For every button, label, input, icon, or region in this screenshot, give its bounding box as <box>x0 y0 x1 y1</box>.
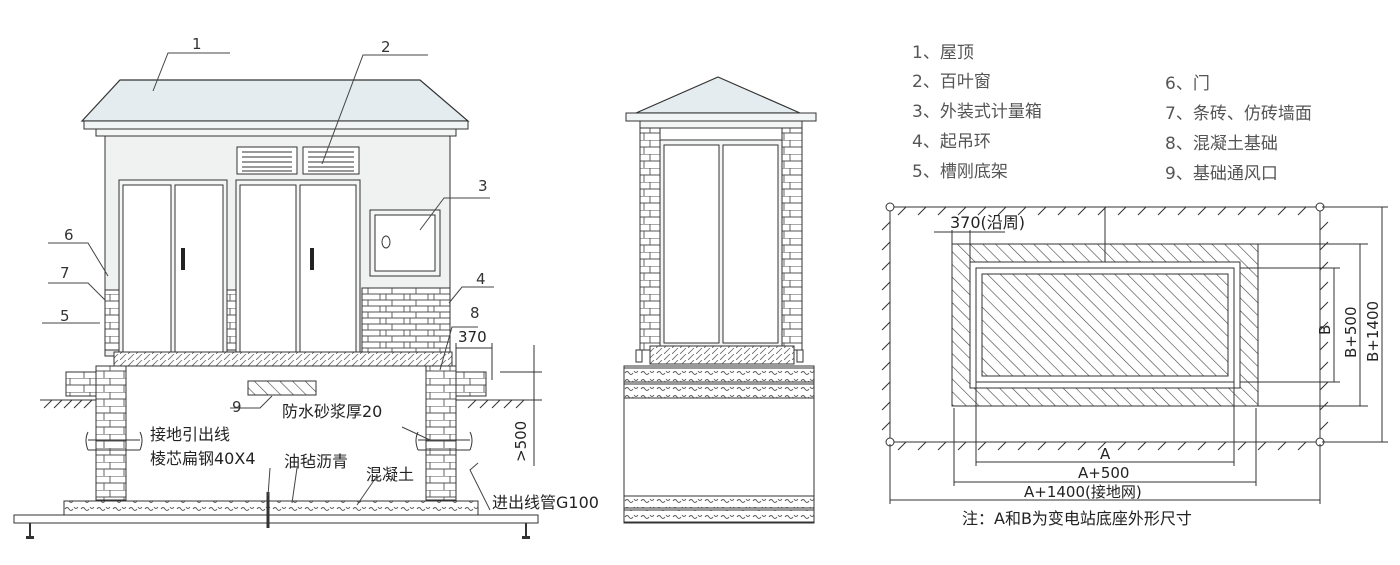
door-right <box>235 179 361 357</box>
louver-left <box>236 146 298 175</box>
dim-b500: B+500 <box>1342 307 1360 359</box>
legend-item-meter-box: 3、外装式计量箱 <box>912 102 1042 122</box>
plan-view <box>881 202 1388 504</box>
dim-a: A <box>1100 445 1111 463</box>
callout-7: 7 <box>60 264 70 282</box>
legend-item-channel-base: 5、槽刚底架 <box>912 162 1008 182</box>
dim-b1400: B+1400 <box>1364 301 1382 362</box>
callout-2: 2 <box>381 38 391 56</box>
meter-box <box>369 209 441 277</box>
legend-item-door: 6、门 <box>1165 74 1210 94</box>
felt-asphalt-label: 油毡沥青 <box>284 452 348 471</box>
plan-note: 注：A和B为变电站底座外形尺寸 <box>962 509 1192 528</box>
dim-b: B <box>1316 325 1334 335</box>
callout-5: 5 <box>60 307 70 325</box>
roof <box>80 79 470 122</box>
conduit-label: 进出线管G100 <box>492 493 599 512</box>
channel-base <box>113 351 453 367</box>
ground-wire-label: 接地引出线 <box>150 425 230 444</box>
side-view <box>623 76 817 524</box>
front-view <box>13 52 542 539</box>
dim-370-front: 370 <box>458 328 487 346</box>
legend-item-louver: 2、百叶窗 <box>912 72 991 92</box>
perimeter-label: 370(沿周) <box>950 213 1025 232</box>
legend-item-brick-wall: 7、条砖、仿砖墙面 <box>1165 104 1312 124</box>
legend-item-roof: 1、屋顶 <box>912 43 974 63</box>
legend-item-lifting-ring: 4、起吊环 <box>912 132 991 152</box>
foundation-vent <box>247 380 317 396</box>
legend-item-foundation-vent: 9、基础通风口 <box>1165 164 1278 184</box>
legend-item-concrete-foundation: 8、混凝土基础 <box>1165 134 1278 154</box>
louver-right <box>302 146 360 175</box>
roof-eave <box>83 120 469 130</box>
dim-a500: A+500 <box>1078 464 1129 482</box>
dim-a1400: A+1400(接地网) <box>1024 483 1142 501</box>
door-left <box>118 179 228 357</box>
dim-500-front: >500 <box>512 421 530 462</box>
callout-6: 6 <box>64 226 74 244</box>
brick-wall <box>361 287 451 353</box>
plan-base-inner <box>981 273 1229 377</box>
callout-4: 4 <box>476 270 486 288</box>
foundation <box>13 365 539 539</box>
callout-1: 1 <box>192 35 202 53</box>
callout-3: 3 <box>478 177 488 195</box>
callout-9: 9 <box>232 398 242 416</box>
callout-8: 8 <box>470 304 480 322</box>
waterproof-label: 防水砂浆厚20 <box>282 402 382 421</box>
concrete-label: 混凝土 <box>366 465 414 484</box>
side-roof <box>635 76 801 114</box>
flat-steel-label: 棱芯扁钢40X4 <box>150 449 256 468</box>
